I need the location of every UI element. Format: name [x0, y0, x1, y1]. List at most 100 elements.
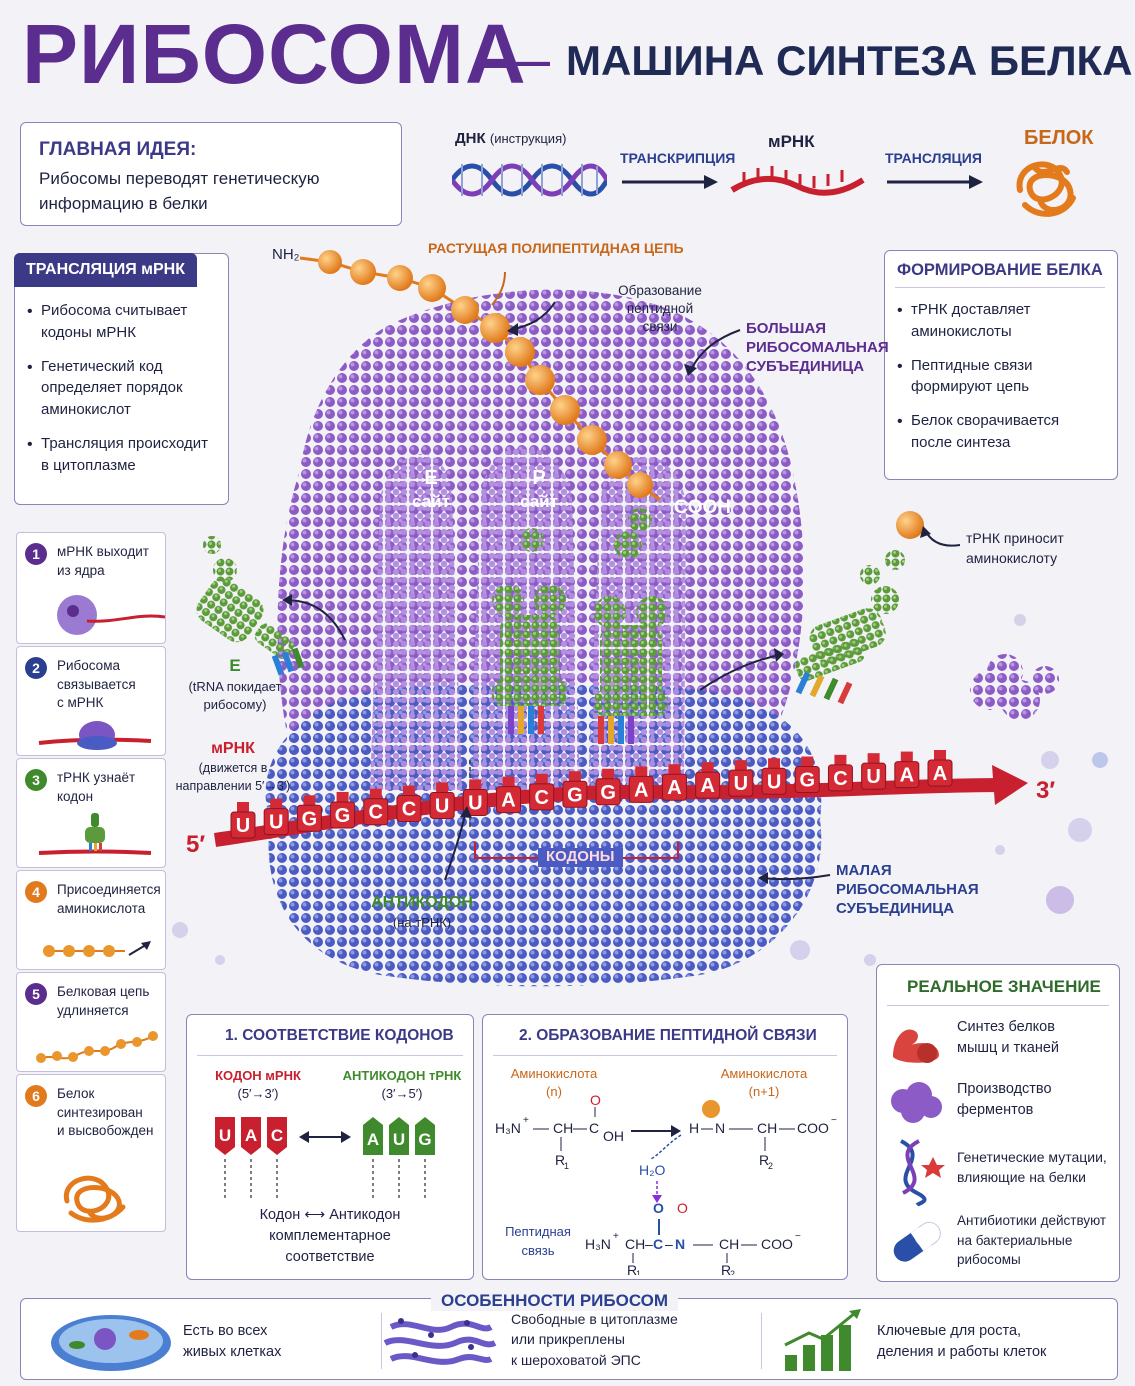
- codon-base-letter: U: [767, 771, 781, 793]
- svg-text:CH: CH: [553, 1120, 573, 1136]
- three-prime: 3′: [1036, 777, 1056, 804]
- er-icon: [383, 1318, 497, 1365]
- folded-protein-icon: [1016, 161, 1076, 217]
- svg-text:H₃N: H₃N: [585, 1236, 611, 1252]
- peptide-box-heading: 2. ОБРАЗОВАНИЕ ПЕПТИДНОЙ СВЯЗИ: [519, 1027, 817, 1044]
- flow-dna-label: ДНК (инструкция): [455, 130, 566, 147]
- step-number: 6: [25, 1085, 47, 1107]
- codon-base-letter: U: [734, 773, 748, 795]
- peptide-bond-box: 2. ОБРАЗОВАНИЕ ПЕПТИДНОЙ СВЯЗИ Аминокисл…: [482, 1014, 848, 1280]
- page-subtitle: —МАШИНА СИНТЕЗА БЕЛКА: [508, 40, 1133, 82]
- water-label: H₂O: [639, 1162, 666, 1178]
- svg-text:N: N: [675, 1236, 685, 1252]
- svg-text:COO: COO: [797, 1120, 829, 1136]
- translation-box-heading: ТРАНСЛЯЦИЯ мРНК: [14, 253, 197, 287]
- five-prime: 5′: [186, 831, 206, 858]
- step-number: 2: [25, 657, 47, 679]
- svg-text:–: –: [645, 1236, 653, 1252]
- flow-dna: ДНК: [455, 130, 486, 147]
- codon-base-letter: U: [435, 795, 449, 817]
- codon-base: G: [794, 756, 820, 794]
- feature-3: Ключевые для роста,деления и работы клет…: [877, 1323, 1047, 1361]
- page-title: РИБОСОМА: [22, 7, 527, 101]
- svg-text:CH: CH: [719, 1236, 739, 1252]
- amino-acid-chain-icon: [43, 941, 151, 957]
- flow-protein: БЕЛОК: [1024, 127, 1094, 149]
- peptide-reaction-diagram: H₃N+ CH C O OH R1 H N CH COO− R2 H₂O H₃N…: [495, 1095, 837, 1275]
- codon-mrna-label: КОДОН мРНК(5′→3′): [215, 1068, 301, 1102]
- codon-base: U: [429, 782, 455, 819]
- codon-base-letter: G: [335, 805, 351, 827]
- trna-small-icon: [38, 813, 152, 855]
- nh2-label: NH₂: [272, 246, 300, 263]
- codons-label: КОДОНЫ: [538, 848, 623, 867]
- svg-text:R: R: [627, 1262, 637, 1275]
- dna-helix-icon: [452, 163, 607, 197]
- codon-match-box: 1. СООТВЕТСТВИЕ КОДОНОВ КОДОН мРНК(5′→3′…: [186, 1014, 474, 1280]
- protein-chain-icon: [36, 1031, 158, 1063]
- svg-text:R: R: [555, 1152, 565, 1168]
- svg-text:O: O: [590, 1095, 601, 1108]
- mrna-strand-icon: [730, 166, 865, 196]
- codon-base-letter: A: [501, 790, 515, 812]
- svg-text:C: C: [653, 1236, 663, 1252]
- svg-text:2: 2: [730, 1269, 735, 1275]
- codon-base-letter: A: [700, 775, 714, 797]
- codon-base-letter: U: [269, 812, 283, 834]
- cell-icon: [51, 1315, 171, 1371]
- flow-mrna: мРНК: [768, 132, 815, 151]
- codon-base: G: [296, 795, 322, 832]
- codon-base-letter: C: [534, 787, 548, 809]
- codon-base-letter: U: [866, 766, 880, 788]
- main-idea-text-2: информацию в белки: [39, 194, 208, 213]
- anticodon-letter: U: [393, 1130, 405, 1149]
- codon-letter: U: [219, 1126, 231, 1145]
- anticodon-label: АНТИКОДОН(на тРНК): [371, 894, 473, 931]
- svg-text:1: 1: [636, 1269, 641, 1275]
- svg-text:H₃N: H₃N: [495, 1120, 521, 1136]
- cooh-label: COOH: [674, 497, 731, 518]
- codon-base: A: [894, 751, 920, 789]
- codon-base-letter: U: [468, 792, 482, 814]
- codon-base: U: [861, 753, 887, 790]
- svg-text:C: C: [589, 1120, 599, 1136]
- svg-text:CH: CH: [625, 1236, 645, 1252]
- codon-base-letter: C: [369, 802, 383, 824]
- svg-text:O: O: [653, 1200, 664, 1216]
- codon-base: C: [827, 754, 853, 792]
- real-item-3: Генетические мутации,влияющие на белки: [957, 1149, 1107, 1186]
- codon-base-letter: A: [900, 765, 914, 787]
- codon-base: U: [728, 760, 754, 797]
- muscle-icon: [893, 1029, 939, 1063]
- codon-letter: C: [271, 1126, 283, 1145]
- codon-base-letter: A: [634, 779, 648, 801]
- step-number: 5: [25, 983, 47, 1005]
- svg-text:+: +: [523, 1115, 529, 1126]
- mutation-dna-icon: [900, 1139, 945, 1207]
- flow-arrow-2-icon: [887, 175, 983, 189]
- svg-text:H: H: [689, 1120, 699, 1136]
- flow-translation: ТРАНСЛЯЦИЯ: [885, 150, 982, 166]
- svg-text:−: −: [831, 1115, 837, 1126]
- growth-chart-icon: [784, 1309, 861, 1371]
